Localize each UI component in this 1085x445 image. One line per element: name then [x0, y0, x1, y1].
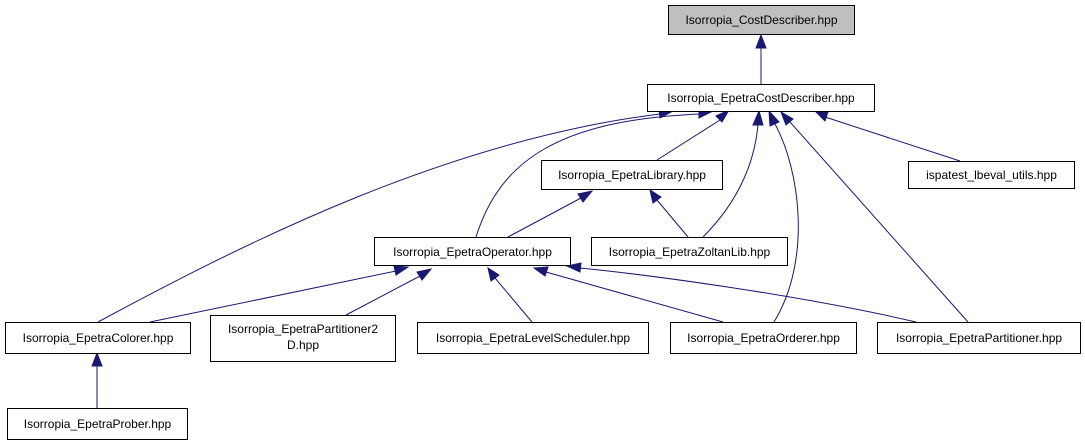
edge-epetraoperator-to-epetralibrary — [507, 197, 582, 238]
arrowhead — [755, 33, 767, 49]
arrowhead — [813, 110, 829, 122]
edge-epetracolorer-to-epetracostdescriber — [97, 113, 661, 323]
edge-epetraoperator-to-epetracostdescriber — [475, 113, 701, 238]
node-epetraorderer[interactable]: Isorropia_EpetraOrderer.hpp — [670, 322, 857, 354]
arrowhead — [752, 109, 764, 126]
node-label: Isorropia_EpetraOrderer.hpp — [687, 331, 840, 345]
node-label: Isorropia_EpetraLibrary.hpp — [558, 168, 706, 182]
edge-epetrazoltanlib-to-epetralibrary — [656, 199, 689, 238]
node-box — [417, 322, 649, 354]
node-epetracostdescriber[interactable]: Isorropia_EpetraCostDescriber.hpp — [647, 84, 875, 112]
edge-epetrapartitioner-to-epetracostdescriber — [789, 121, 969, 323]
arrowhead — [780, 110, 794, 126]
node-box — [647, 84, 875, 112]
node-box — [591, 237, 788, 266]
arrowhead — [768, 109, 780, 127]
node-label: Isorropia_EpetraCostDescriber.hpp — [667, 91, 855, 105]
arrowhead — [649, 188, 662, 204]
edge-epetrazoltanlib-to-epetracostdescriber — [702, 123, 759, 238]
node-epetrapartitioner2d[interactable]: Isorropia_EpetraPartitioner2 D.hpp — [210, 315, 396, 362]
node-costdescriber[interactable]: Isorropia_CostDescriber.hpp — [668, 5, 855, 35]
edge-epetraorderer-to-epetracostdescriber — [773, 123, 799, 323]
node-label: Isorropia_EpetraZoltanLib.hpp — [609, 245, 771, 259]
edge-epetralevelscheduler-to-epetraoperator — [494, 277, 533, 323]
arrowhead — [416, 268, 433, 281]
node-box — [877, 322, 1081, 354]
arrowhead — [487, 266, 500, 282]
edge-epetraorderer-to-epetraoperator — [545, 271, 724, 323]
node-box — [210, 315, 396, 362]
node-box — [668, 5, 855, 35]
node-label: Isorropia_EpetraColorer.hpp — [23, 331, 174, 345]
node-epetralevelscheduler[interactable]: Isorropia_EpetraLevelScheduler.hpp — [417, 322, 649, 354]
node-label: Isorropia_EpetraOperator.hpp — [393, 245, 552, 259]
node-label: Isorropia_EpetraLevelScheduler.hpp — [436, 331, 630, 345]
arrowhead — [91, 351, 103, 367]
arrowhead — [577, 190, 594, 203]
node-box — [7, 408, 188, 440]
node-epetrazoltanlib[interactable]: Isorropia_EpetraZoltanLib.hpp — [591, 237, 788, 266]
node-epetraprober[interactable]: Isorropia_EpetraProber.hpp — [7, 408, 188, 440]
node-epetrapartitioner[interactable]: Isorropia_EpetraPartitioner.hpp — [877, 322, 1081, 354]
arrowhead — [393, 265, 410, 276]
node-epetralibrary[interactable]: Isorropia_EpetraLibrary.hpp — [541, 160, 723, 190]
node-label: ispatest_lbeval_utils.hpp — [926, 168, 1057, 182]
node-label: Isorropia_CostDescriber.hpp — [685, 13, 837, 27]
node-box — [374, 237, 571, 266]
node-box — [5, 322, 191, 354]
node-label-line1: Isorropia_EpetraPartitioner2 — [228, 322, 378, 336]
edge-epetrapartitioner-to-epetraoperator — [579, 267, 917, 323]
edge-epetrapartitioner2d-to-epetraoperator — [345, 275, 421, 316]
node-label: Isorropia_EpetraProber.hpp — [24, 417, 172, 431]
arrowhead — [532, 266, 549, 277]
node-epetraoperator[interactable]: Isorropia_EpetraOperator.hpp — [374, 237, 571, 266]
arrowhead — [715, 108, 731, 123]
node-epetracolorer[interactable]: Isorropia_EpetraColorer.hpp — [5, 322, 191, 354]
node-box — [670, 322, 857, 354]
node-label-line2: D.hpp — [287, 338, 319, 352]
node-box — [908, 161, 1075, 189]
node-ispatest[interactable]: ispatest_lbeval_utils.hpp — [908, 161, 1075, 189]
node-box — [541, 160, 723, 190]
edge-epetracolorer-to-epetraoperator — [149, 270, 397, 323]
edge-ispatest-to-epetracostdescriber — [824, 116, 961, 162]
node-label: Isorropia_EpetraPartitioner.hpp — [896, 331, 1062, 345]
edge-epetralibrary-to-epetracostdescriber — [656, 119, 721, 161]
nodes: Isorropia_CostDescriber.hpp Isorropia_Ep… — [5, 5, 1081, 440]
